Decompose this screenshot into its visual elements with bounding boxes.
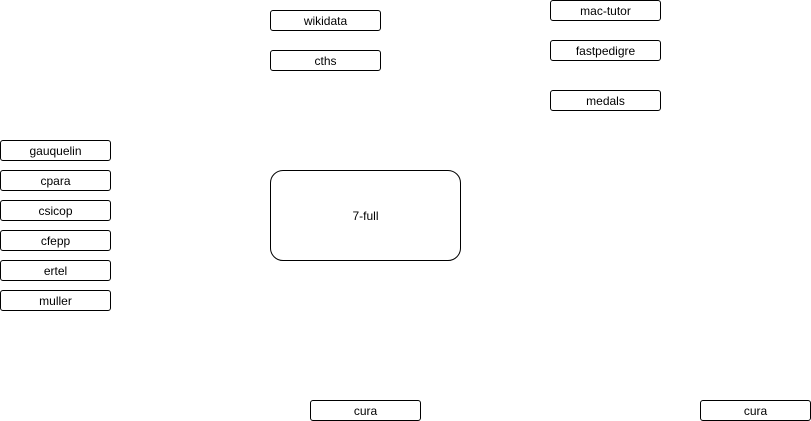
node-mac-tutor[interactable]: mac-tutor [550, 0, 661, 21]
node-wikidata[interactable]: wikidata [270, 10, 381, 31]
node-cura-left[interactable]: cura [310, 400, 421, 421]
node-gauquelin-label: gauquelin [29, 143, 82, 158]
node-gauquelin[interactable]: gauquelin [0, 140, 111, 161]
node-muller[interactable]: muller [0, 290, 111, 311]
node-cfepp-label: cfepp [40, 233, 71, 248]
node-cura-right-label: cura [743, 403, 768, 418]
node-medals-label: medals [586, 93, 625, 108]
node-cura-right[interactable]: cura [700, 400, 811, 421]
node-cpara[interactable]: cpara [0, 170, 111, 191]
node-ertel[interactable]: ertel [0, 260, 111, 281]
node-medals[interactable]: medals [550, 90, 661, 111]
node-fastpedigre[interactable]: fastpedigre [550, 40, 661, 61]
node-7-full-label: 7-full [352, 208, 379, 223]
node-7-full[interactable]: 7-full [270, 170, 461, 261]
node-ertel-label: ertel [43, 263, 68, 278]
node-fastpedigre-label: fastpedigre [575, 43, 636, 58]
node-muller-label: muller [39, 293, 72, 308]
node-cfepp[interactable]: cfepp [0, 230, 111, 251]
node-cths[interactable]: cths [270, 50, 381, 71]
node-csicop[interactable]: csicop [0, 200, 111, 221]
node-wikidata-label: wikidata [303, 13, 348, 28]
node-cpara-label: cpara [40, 173, 71, 188]
node-cura-left-label: cura [353, 403, 378, 418]
node-cths-label: cths [314, 53, 337, 68]
node-mac-tutor-label: mac-tutor [580, 3, 631, 18]
node-csicop-label: csicop [38, 203, 73, 218]
